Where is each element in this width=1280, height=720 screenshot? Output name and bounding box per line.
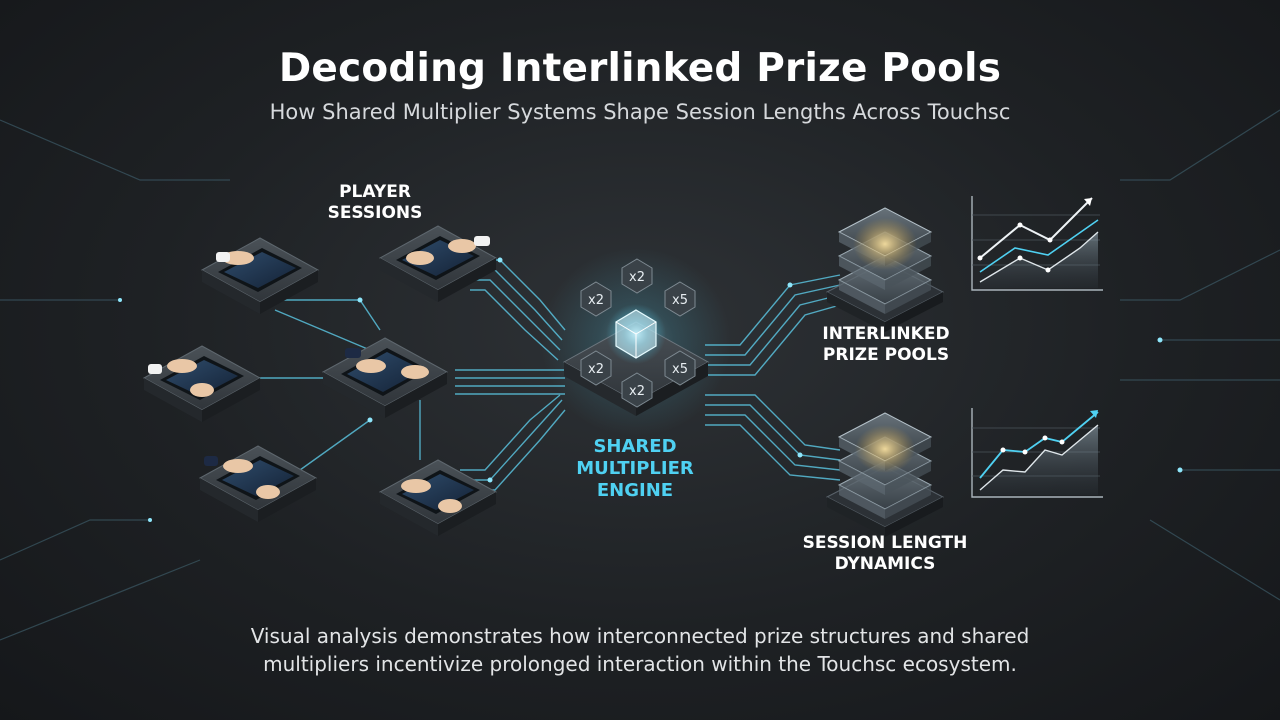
tablet-touch-icon <box>148 356 244 400</box>
line-chart-icon <box>971 408 1103 498</box>
multiplier-hex-upper-right: x5 <box>664 281 696 317</box>
tablet-touch-icon <box>216 248 302 292</box>
multiplier-hex-upper-left: x2 <box>580 281 612 317</box>
label-shared-multiplier-engine: SHARED MULTIPLIER ENGINE <box>576 436 694 501</box>
right-connections <box>705 274 841 481</box>
cube-stack-icon <box>825 412 945 537</box>
tablet-touch-icon <box>204 456 300 500</box>
multiplier-value: x2 <box>588 362 604 377</box>
tablet-session-5 <box>198 445 318 522</box>
tablet-session-6 <box>378 459 498 536</box>
label-interlinked-prize-pools: INTERLINKED PRIZE POOLS <box>822 324 950 365</box>
background-circuit-traces <box>0 109 1280 641</box>
multiplier-value: x2 <box>629 270 645 285</box>
hexagon-cube-icon <box>606 304 666 364</box>
tablet-touch-icon <box>341 348 429 396</box>
session-length-trend-chart <box>971 408 1103 498</box>
prize-pool-stack <box>825 207 945 332</box>
multiplier-value: x2 <box>588 293 604 308</box>
prize-pool-trend-chart <box>971 196 1103 291</box>
label-session-length-dynamics: SESSION LENGTH DYNAMICS <box>802 533 968 574</box>
label-player-sessions: PLAYER SESSIONS <box>327 182 423 223</box>
caption-line-1: Visual analysis demonstrates how interco… <box>250 624 1030 648</box>
tablet-session-3 <box>142 345 262 422</box>
multiplier-value: x2 <box>629 384 645 399</box>
tablet-touch-icon <box>396 470 480 514</box>
multiplier-hex-lower-right: x5 <box>664 350 696 386</box>
connection-nodes <box>118 257 1183 522</box>
caption-line-2: multipliers incentivize prolonged intera… <box>263 652 1017 676</box>
multiplier-hex-bottom: x2 <box>621 372 653 408</box>
multiplier-value: x5 <box>672 293 688 308</box>
footer-caption: Visual analysis demonstrates how interco… <box>0 622 1280 678</box>
page-title: Decoding Interlinked Prize Pools <box>278 46 1002 91</box>
tablet-session-1 <box>200 237 320 314</box>
tablet-touch-icon <box>396 236 490 280</box>
tablet-session-4 <box>321 337 449 418</box>
page-subtitle: How Shared Multiplier Systems Shape Sess… <box>269 100 1011 124</box>
left-connections <box>230 259 566 491</box>
multiplier-hex-lower-left: x2 <box>580 350 612 386</box>
cube-stack-icon <box>825 207 945 332</box>
tablet-session-2 <box>378 225 498 302</box>
multiplier-hex-top: x2 <box>621 258 653 294</box>
multiplier-value: x5 <box>672 362 688 377</box>
line-chart-icon <box>971 196 1103 291</box>
session-length-stack <box>825 412 945 537</box>
